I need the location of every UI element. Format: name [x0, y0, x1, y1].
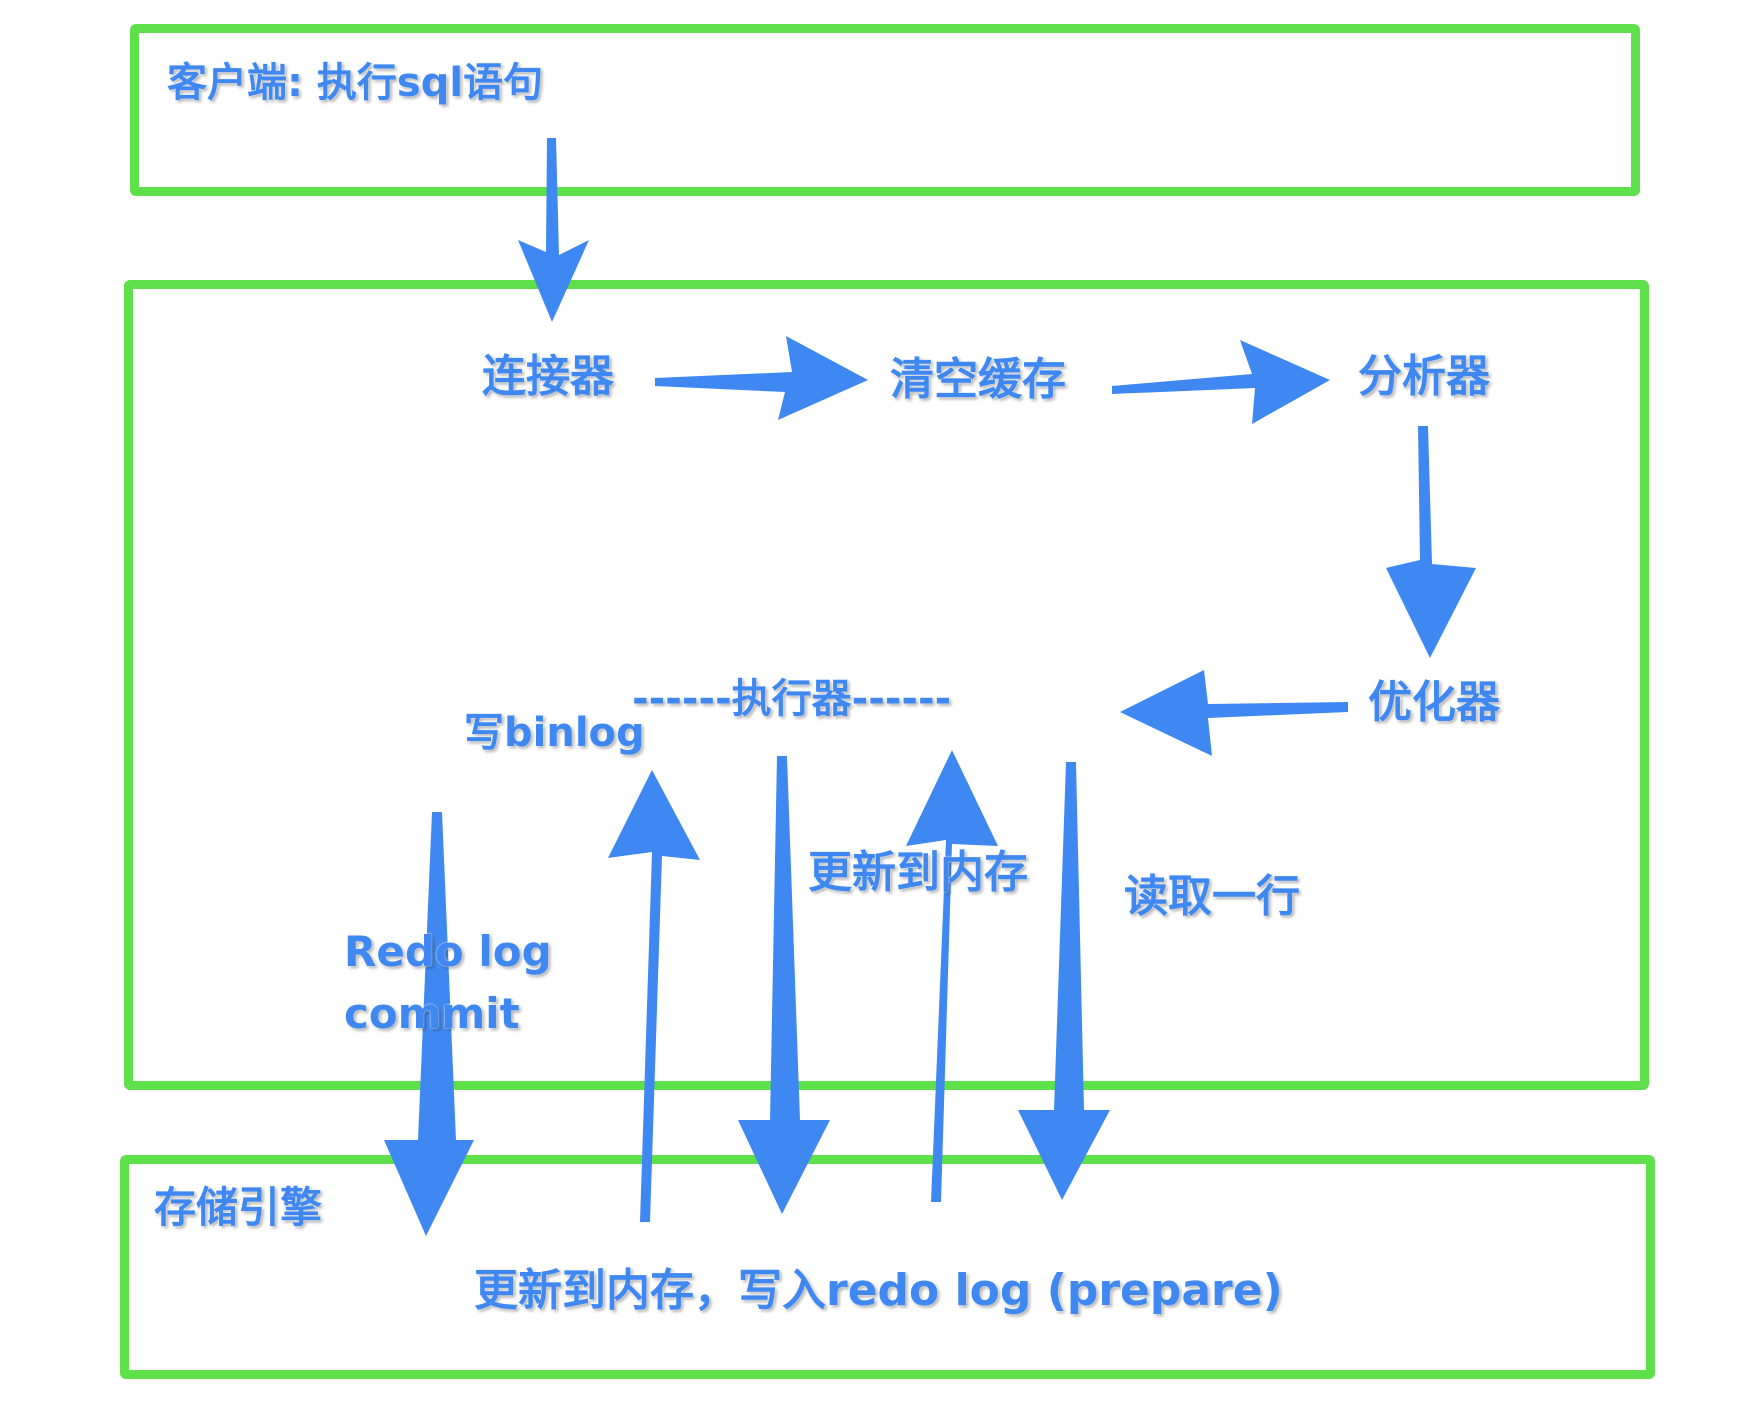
arrow-redo-commit — [384, 812, 474, 1236]
arrow-connector-to-cache — [655, 336, 868, 420]
redo-commit-label-line1: Redo log — [344, 927, 552, 976]
storage-engine-label: 存储引擎 — [154, 1183, 323, 1232]
arrow-read-row — [1018, 762, 1110, 1200]
arrow-write-binlog — [608, 770, 700, 1222]
arrow-executor-to-storage — [738, 756, 830, 1214]
write-binlog-label: 写binlog — [464, 710, 645, 756]
executor-label: ------执行器------ — [632, 676, 952, 722]
storage-action-label: 更新到内存，写入redo log (prepare) — [474, 1265, 1283, 1316]
arrow-client-to-connector — [518, 138, 589, 322]
redo-commit-label-line2: commit — [344, 989, 520, 1038]
storage-engine-box — [120, 1155, 1655, 1379]
arrow-optimizer-to-executor — [1120, 670, 1348, 756]
client-box — [130, 24, 1640, 196]
clear-cache-label: 清空缓存 — [890, 354, 1066, 405]
analyzer-label: 分析器 — [1358, 351, 1490, 402]
connector-label: 连接器 — [482, 351, 614, 402]
arrow-analyzer-to-optimizer — [1386, 426, 1476, 658]
arrow-cache-to-analyzer — [1112, 340, 1330, 424]
read-row-label: 读取一行 — [1124, 871, 1300, 922]
update-memory-label: 更新到内存 — [808, 847, 1028, 898]
optimizer-label: 优化器 — [1368, 677, 1500, 728]
client-label: 客户端: 执行sql语句 — [167, 60, 544, 106]
server-box — [124, 280, 1649, 1090]
arrow-update-memory — [906, 750, 998, 1202]
